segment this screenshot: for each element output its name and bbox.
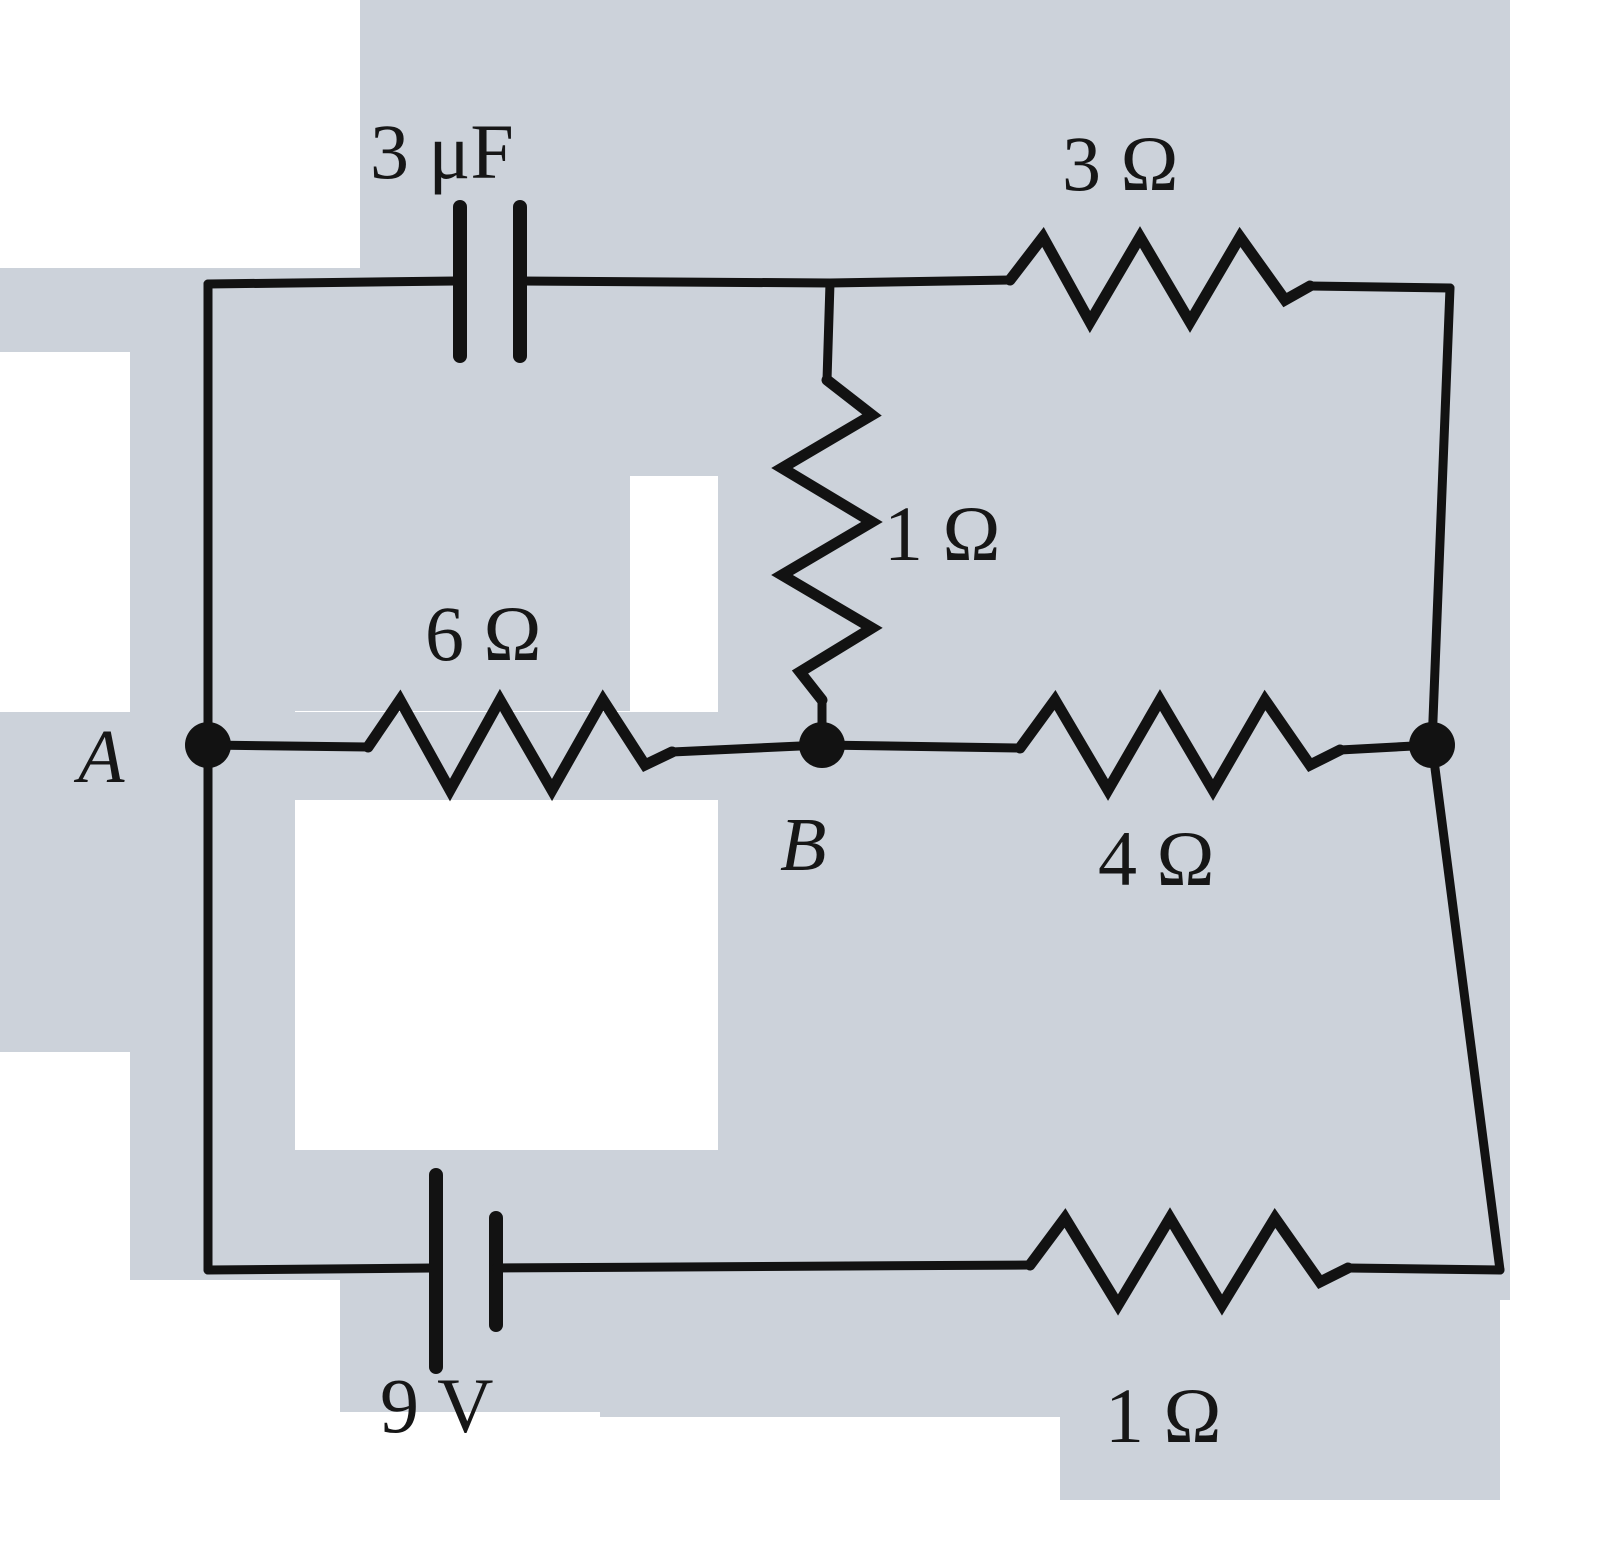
label-node-a: A xyxy=(73,715,125,799)
wire-battery-to-r1b xyxy=(491,1260,1035,1273)
label-capacitor: 3 μF xyxy=(370,108,514,195)
label-resistor-4ohm: 4 Ω xyxy=(1098,815,1214,902)
resistor-3ohm-zigzag xyxy=(1004,226,1316,334)
wire-r1b-to-bottom-right-corner xyxy=(1343,1263,1505,1275)
node-dot-b xyxy=(799,722,845,768)
bg-patch-3 xyxy=(360,60,718,352)
node-dot-right xyxy=(1409,722,1455,768)
resistor-1ohm-bottom-zigzag xyxy=(1024,1207,1354,1316)
bg-patch-7 xyxy=(295,350,720,476)
wire-r6-to-node-b xyxy=(667,740,827,757)
wire-b-to-r4 xyxy=(817,740,1025,753)
wire-a-to-r6 xyxy=(203,740,373,752)
node-dot-a xyxy=(185,722,231,768)
wire-junction-to-r3 xyxy=(825,275,1015,288)
bg-patch-19 xyxy=(1060,1360,1500,1500)
wire-junction-to-r1v xyxy=(822,278,835,385)
bg-patch-9 xyxy=(295,476,380,711)
bg-patch-17 xyxy=(600,1150,1500,1280)
resistor-4ohm-zigzag xyxy=(1014,689,1346,801)
wire-right-rail xyxy=(1427,283,1505,1275)
bg-patch-14 xyxy=(1070,880,1420,910)
bg-patch-11 xyxy=(0,712,130,1052)
label-resistor-3ohm: 3 Ω xyxy=(1062,120,1178,207)
wire-r3-to-top-right-corner xyxy=(1305,281,1455,293)
wire-capacitor-to-junction xyxy=(515,276,835,288)
resistor-6ohm-zigzag xyxy=(362,688,678,802)
wire-top-left-to-capacitor xyxy=(203,276,460,289)
resistor-1ohm-vertical-zigzag xyxy=(771,374,883,706)
bg-patch-10 xyxy=(380,476,630,711)
label-resistor-1ohm-vertical: 1 Ω xyxy=(884,490,1000,577)
label-battery: 9 V xyxy=(380,1362,493,1449)
label-resistor-1ohm-bottom: 1 Ω xyxy=(1105,1372,1221,1459)
label-resistor-6ohm: 6 Ω xyxy=(425,590,541,677)
label-node-b: B xyxy=(780,803,826,887)
wire-bottom-left-to-battery xyxy=(203,1263,437,1275)
